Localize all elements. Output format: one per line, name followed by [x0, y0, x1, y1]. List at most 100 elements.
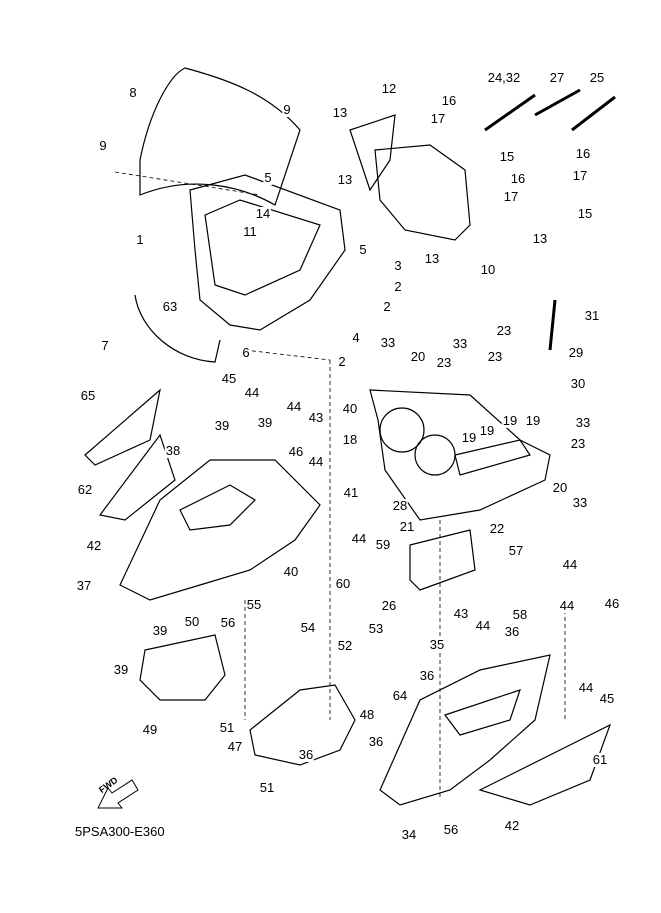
callout-label: 15 — [498, 149, 516, 164]
callout-label: 30 — [569, 376, 587, 391]
callout-label: 38 — [164, 443, 182, 458]
callout-label: 48 — [358, 707, 376, 722]
callout-label: 33 — [379, 335, 397, 350]
callout-label: 13 — [531, 231, 549, 246]
callout-label: 45 — [598, 691, 616, 706]
callout-label: 23 — [495, 323, 513, 338]
callout-label: 33 — [451, 336, 469, 351]
callout-label: 26 — [380, 598, 398, 613]
callout-label: 2 — [382, 299, 392, 314]
callout-label: 2 — [337, 354, 347, 369]
callout-label: 9 — [98, 138, 108, 153]
callout-label: 51 — [218, 720, 236, 735]
callout-label: 19 — [460, 430, 478, 445]
callout-label: 23 — [435, 355, 453, 370]
callout-label: 59 — [374, 537, 392, 552]
callout-label: 44 — [350, 531, 368, 546]
callout-label: 4 — [351, 330, 361, 345]
callout-label: 56 — [442, 822, 460, 837]
left-side-cowling — [119, 459, 321, 601]
callout-label: 22 — [488, 521, 506, 536]
callout-label: 25 — [588, 70, 606, 85]
callout-label: 15 — [576, 206, 594, 221]
callout-label: 17 — [571, 168, 589, 183]
callout-label: 16 — [440, 93, 458, 108]
callout-label: 46 — [287, 444, 305, 459]
callout-label: 17 — [502, 189, 520, 204]
panel-61 — [478, 723, 612, 806]
callout-label: 6 — [241, 345, 251, 360]
callout-label: 33 — [571, 495, 589, 510]
callout-label: 3 — [393, 258, 403, 273]
callout-label: 49 — [141, 722, 159, 737]
callout-label: 16 — [574, 146, 592, 161]
callout-label: 41 — [342, 485, 360, 500]
callout-label: 44 — [243, 385, 261, 400]
callout-label: 17 — [429, 111, 447, 126]
callout-label: 44 — [307, 454, 325, 469]
callout-label: 44 — [285, 399, 303, 414]
callout-label: 13 — [423, 251, 441, 266]
callout-label: 54 — [299, 620, 317, 635]
callout-label: 27 — [548, 70, 566, 85]
callout-label: 5 — [263, 170, 273, 185]
callout-label: 37 — [75, 578, 93, 593]
callout-label: 39 — [256, 415, 274, 430]
callout-label: 39 — [112, 662, 130, 677]
cowling-stay — [369, 389, 551, 521]
callout-label: 16 — [509, 171, 527, 186]
inner-panel-47 — [249, 684, 356, 766]
side-panel — [374, 144, 471, 241]
callout-label: 42 — [85, 538, 103, 553]
callout-label: 13 — [331, 105, 349, 120]
callout-label: 28 — [391, 498, 409, 513]
callout-label: 44 — [577, 680, 595, 695]
callout-label: 44 — [558, 598, 576, 613]
callout-label: 44 — [474, 618, 492, 633]
callout-label: 36 — [367, 734, 385, 749]
callout-label: 40 — [341, 401, 359, 416]
trim-strip — [134, 294, 221, 363]
callout-label: 61 — [591, 752, 609, 767]
right-side-cowling — [379, 654, 551, 806]
callout-label: 18 — [341, 432, 359, 447]
callout-label: 23 — [569, 436, 587, 451]
callout-label: 65 — [79, 388, 97, 403]
callout-label: 36 — [418, 668, 436, 683]
callout-label: 39 — [151, 623, 169, 638]
callout-label: 12 — [380, 81, 398, 96]
diagram-code: 5PSA300-E360 — [75, 824, 165, 839]
callout-label: 44 — [561, 557, 579, 572]
callout-label: 31 — [583, 308, 601, 323]
callout-label: 23 — [486, 349, 504, 364]
callout-label: 43 — [452, 606, 470, 621]
callout-label: 36 — [297, 747, 315, 762]
panel-62 — [98, 433, 176, 521]
callout-label: 63 — [161, 299, 179, 314]
callout-label: 2 — [393, 279, 403, 294]
callout-label: 7 — [100, 338, 110, 353]
bracket-21 — [409, 529, 476, 591]
callout-label: 20 — [409, 349, 427, 364]
callout-label: 36 — [503, 624, 521, 639]
callout-label: 62 — [76, 482, 94, 497]
callout-label: 46 — [603, 596, 621, 611]
callout-label: 10 — [479, 262, 497, 277]
callout-label: 8 — [128, 85, 138, 100]
callout-label: 39 — [213, 418, 231, 433]
callout-label: 21 — [398, 519, 416, 534]
callout-label: 42 — [503, 818, 521, 833]
front-cowling — [189, 174, 346, 331]
callout-label: 57 — [507, 543, 525, 558]
callout-label: 34 — [400, 827, 418, 842]
callout-label: 24,32 — [486, 70, 522, 85]
callout-label: 47 — [226, 739, 244, 754]
callout-label: 19 — [524, 413, 542, 428]
callout-label: 14 — [254, 206, 272, 221]
callout-label: 29 — [567, 345, 585, 360]
callout-label: 64 — [391, 688, 409, 703]
callout-label: 11 — [242, 224, 258, 239]
callout-label: 33 — [574, 415, 592, 430]
